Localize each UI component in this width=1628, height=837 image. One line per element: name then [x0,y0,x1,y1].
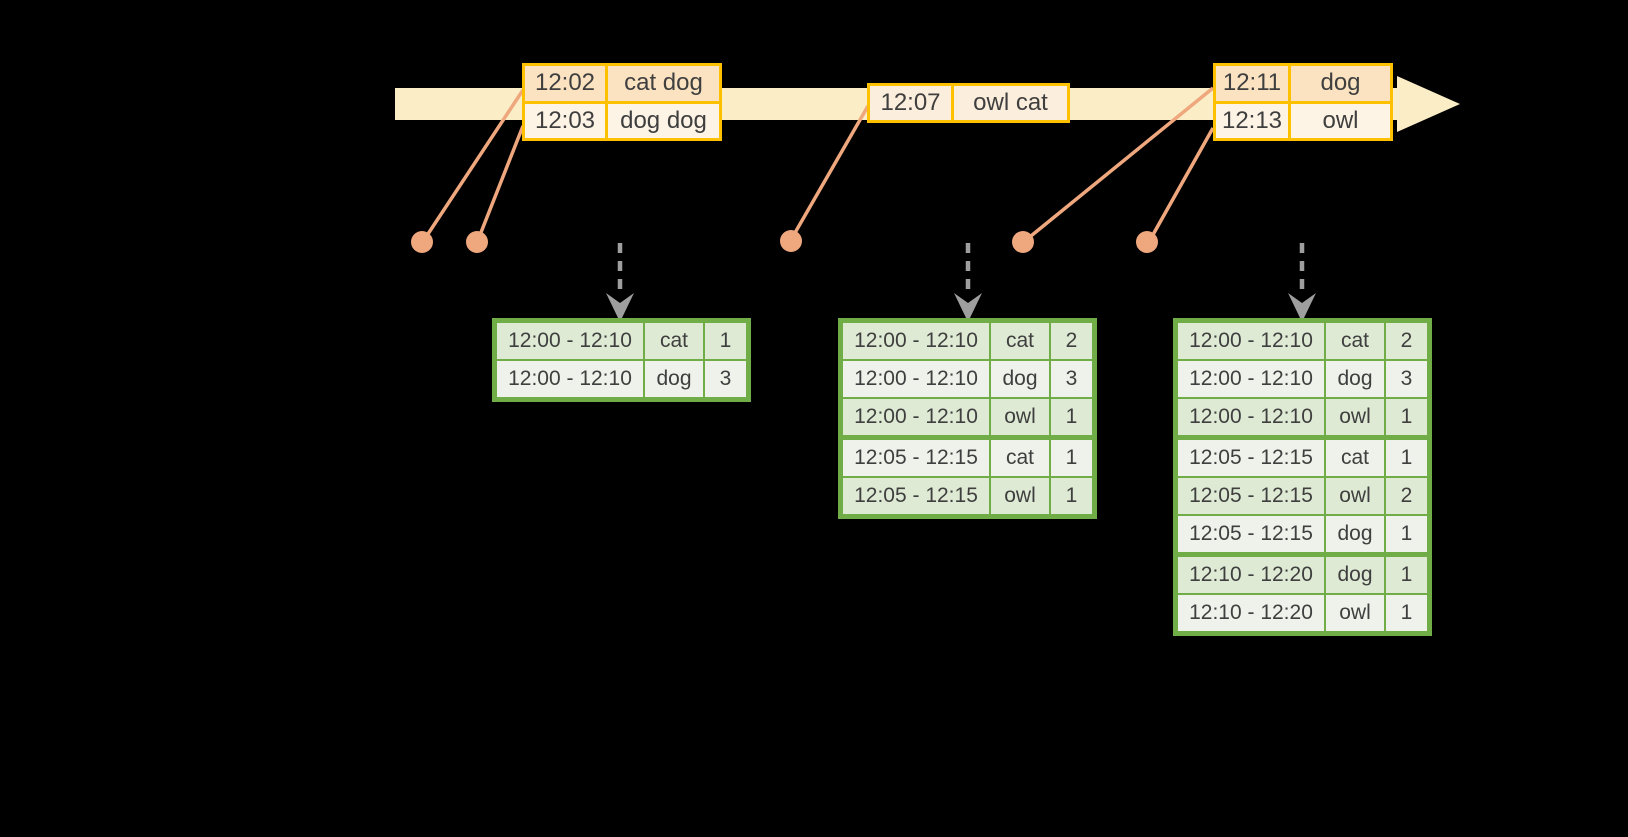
count-cell: 2 [1051,323,1092,359]
word-cell: dog [645,361,703,397]
event-dot [466,231,488,253]
word-cell: owl [991,399,1049,435]
event-dot [411,231,433,253]
event-time-cell: 12:02 [525,66,605,101]
event-words-cell: dog [1291,66,1390,101]
window-cell: 12:00 - 12:10 [1178,399,1324,435]
result-row: 12:00 - 12:10 dog 3 [1178,361,1427,397]
event-words-cell: cat dog [608,66,719,101]
word-cell: cat [645,323,703,359]
word-cell: cat [1326,323,1384,359]
window-cell: 12:00 - 12:10 [1178,323,1324,359]
window-cell: 12:00 - 12:10 [497,361,643,397]
word-cell: owl [1326,478,1384,514]
event-connector-line [790,105,870,239]
trigger-down-arrowhead-icon [954,293,982,322]
result-row: 12:05 - 12:15 cat 1 [1178,440,1427,476]
result-row: 12:05 - 12:15 owl 1 [843,478,1092,514]
count-cell: 1 [1051,440,1092,476]
window-cell: 12:00 - 12:10 [843,361,989,397]
event-time-cell: 12:11 [1216,66,1288,101]
count-cell: 3 [1386,361,1427,397]
count-cell: 2 [1386,478,1427,514]
count-cell: 1 [1386,516,1427,552]
event-table-1: 12:02 cat dog 12:03 dog dog [522,63,722,141]
window-cell: 12:00 - 12:10 [1178,361,1324,397]
word-cell: dog [991,361,1049,397]
result-row: 12:00 - 12:10 owl 1 [1178,399,1427,435]
word-cell: cat [991,323,1049,359]
event-dot [1136,231,1158,253]
result-row: 12:00 - 12:10 dog 3 [843,361,1092,397]
event-time-cell: 12:03 [525,103,605,138]
result-table-1: 12:00 - 12:10 cat 1 12:00 - 12:10 dog 3 [492,318,751,402]
count-cell: 1 [1386,440,1427,476]
event-words-cell: owl cat [954,86,1067,120]
word-cell: dog [1326,516,1384,552]
result-row: 12:10 - 12:20 dog 1 [1178,557,1427,593]
word-cell: dog [1326,361,1384,397]
word-cell: owl [1326,595,1384,631]
window-cell: 12:00 - 12:10 [843,323,989,359]
word-cell: owl [991,478,1049,514]
event-connector-line [1024,86,1215,242]
result-row: 12:00 - 12:10 cat 1 [497,323,746,359]
count-cell: 3 [1051,361,1092,397]
result-row: 12:05 - 12:15 owl 2 [1178,478,1427,514]
event-time-cell: 12:13 [1216,103,1288,138]
result-table-2: 12:00 - 12:10 cat 2 12:00 - 12:10 dog 3 … [838,318,1097,519]
trigger-down-arrowhead-icon [606,293,634,322]
event-words-cell: dog dog [608,103,719,138]
count-cell: 1 [1051,478,1092,514]
result-row: 12:00 - 12:10 cat 2 [1178,323,1427,359]
word-cell: owl [1326,399,1384,435]
result-row: 12:05 - 12:15 dog 1 [1178,516,1427,552]
event-time-cell: 12:07 [870,86,951,120]
event-words-cell: owl [1291,103,1390,138]
window-cell: 12:00 - 12:10 [497,323,643,359]
result-row: 12:05 - 12:15 cat 1 [843,440,1092,476]
result-row: 12:10 - 12:20 owl 1 [1178,595,1427,631]
count-cell: 2 [1386,323,1427,359]
window-cell: 12:05 - 12:15 [1178,440,1324,476]
result-row: 12:00 - 12:10 cat 2 [843,323,1092,359]
window-cell: 12:05 - 12:15 [843,478,989,514]
word-cell: cat [991,440,1049,476]
trigger-down-arrowhead-icon [1288,293,1316,322]
result-table-3: 12:00 - 12:10 cat 2 12:00 - 12:10 dog 3 … [1173,318,1432,636]
event-connector-line [1148,127,1215,241]
count-cell: 1 [1386,595,1427,631]
count-cell: 1 [1386,557,1427,593]
window-cell: 12:05 - 12:15 [843,440,989,476]
event-connector-line [476,125,525,241]
event-table-3: 12:11 dog 12:13 owl [1213,63,1393,141]
result-row: 12:00 - 12:10 owl 1 [843,399,1092,435]
window-cell: 12:05 - 12:15 [1178,516,1324,552]
word-cell: dog [1326,557,1384,593]
window-cell: 12:05 - 12:15 [1178,478,1324,514]
event-table-2: 12:07 owl cat [867,83,1070,123]
count-cell: 1 [705,323,746,359]
result-row: 12:00 - 12:10 dog 3 [497,361,746,397]
count-cell: 1 [1386,399,1427,435]
event-connector-line [422,89,525,241]
window-cell: 12:10 - 12:20 [1178,595,1324,631]
window-cell: 12:10 - 12:20 [1178,557,1324,593]
event-dot [1012,231,1034,253]
window-cell: 12:00 - 12:10 [843,399,989,435]
word-cell: cat [1326,440,1384,476]
event-dot [780,230,802,252]
count-cell: 1 [1051,399,1092,435]
count-cell: 3 [705,361,746,397]
timeline-arrowhead-icon [1397,76,1460,132]
